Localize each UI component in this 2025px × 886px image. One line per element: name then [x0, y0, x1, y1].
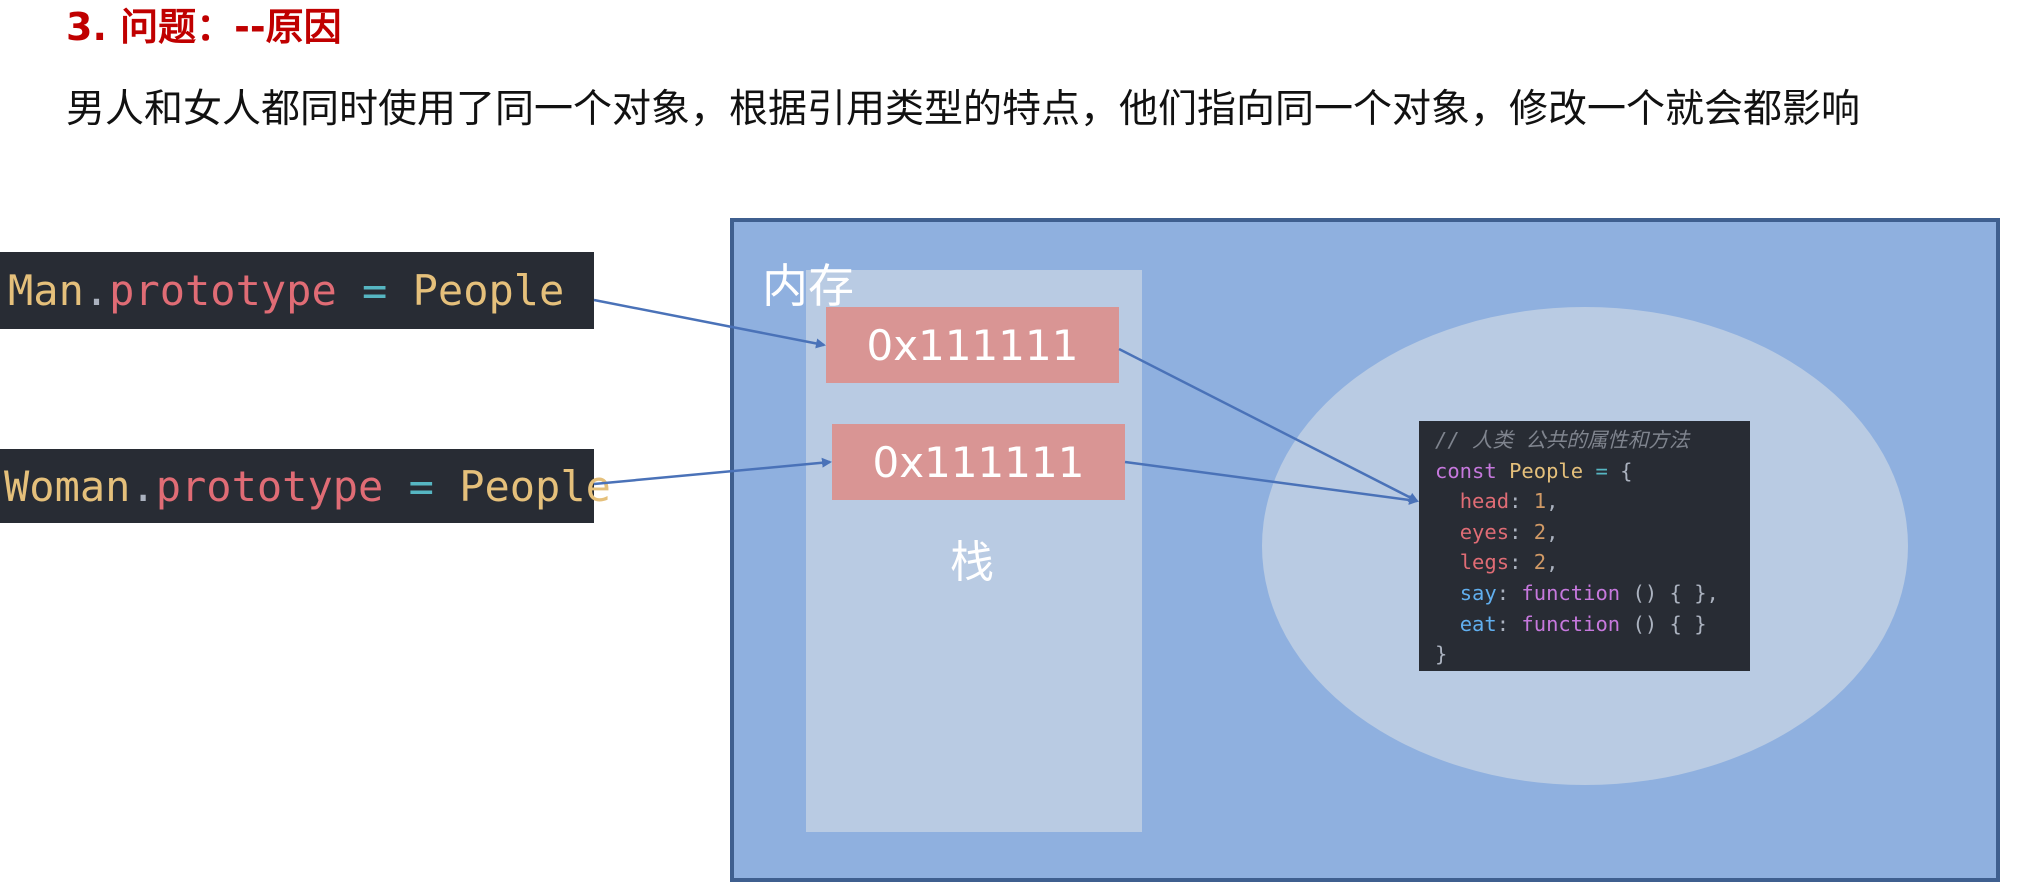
stack-address-woman: 0x111111	[832, 424, 1125, 500]
snippet-dot: .	[130, 461, 156, 511]
code-method-body: () { },	[1632, 580, 1719, 605]
code-method-body: () { }	[1632, 611, 1707, 636]
code-line-close: }	[1435, 639, 1750, 670]
code-line-eyes: eyes: 2,	[1459, 519, 1559, 544]
memory-label: 内存	[762, 259, 854, 313]
code-method-name: eat	[1459, 611, 1497, 636]
code-comment: // 人类 公共的属性和方法	[1435, 428, 1690, 452]
code-prop-value: 1	[1533, 489, 1547, 514]
stack-address-man: 0x111111	[826, 307, 1119, 383]
code-method-keyword: function	[1521, 580, 1621, 605]
code-prop-name: eyes	[1459, 519, 1510, 544]
code-line-say: say: function () { },	[1459, 580, 1719, 605]
code-method-keyword: function	[1521, 611, 1621, 636]
stack-label: 栈	[950, 537, 994, 588]
code-line-comment: // 人类 公共的属性和方法	[1435, 425, 1750, 456]
code-prop-value: 2	[1533, 550, 1547, 575]
man-prototype-snippet: Man.prototype = People	[0, 252, 594, 329]
snippet-property: prototype	[109, 266, 337, 315]
arrow-address1-to-object	[1118, 347, 1419, 503]
code-keyword: const	[1435, 458, 1497, 483]
snippet-object: Man	[8, 266, 84, 315]
code-prop-name: legs	[1459, 550, 1510, 575]
woman-prototype-snippet: Woman.prototype = People	[0, 449, 611, 523]
snippet-operator: =	[408, 461, 434, 511]
arrow-man-to-address	[593, 298, 826, 349]
arrow-address2-to-object	[1124, 460, 1419, 505]
snippet-value: People	[459, 461, 611, 511]
code-line-declaration: const People = {	[1435, 456, 1750, 487]
code-identifier: People	[1509, 458, 1584, 483]
snippet-property: prototype	[155, 461, 384, 511]
code-prop-value: 2	[1533, 519, 1547, 544]
slide-title: 3. 问题：--原因	[66, 5, 342, 49]
code-method-name: say	[1459, 580, 1497, 605]
arrow-woman-to-address	[593, 457, 832, 486]
code-line-head: head: 1,	[1459, 489, 1559, 514]
code-line-legs: legs: 2,	[1459, 550, 1559, 575]
code-prop-name: head	[1459, 489, 1510, 514]
snippet-dot: .	[83, 266, 110, 315]
snippet-operator: =	[362, 266, 388, 315]
snippet-value: People	[412, 266, 565, 315]
code-brace-close: }	[1435, 642, 1448, 667]
code-operator: =	[1595, 458, 1608, 483]
slide-description: 男人和女人都同时使用了同一个对象，根据引用类型的特点，他们指向同一个对象，修改一…	[66, 87, 1861, 132]
code-line-eat: eat: function () { }	[1459, 611, 1707, 636]
snippet-object: Woman	[4, 461, 131, 511]
code-brace-open: {	[1620, 458, 1633, 483]
